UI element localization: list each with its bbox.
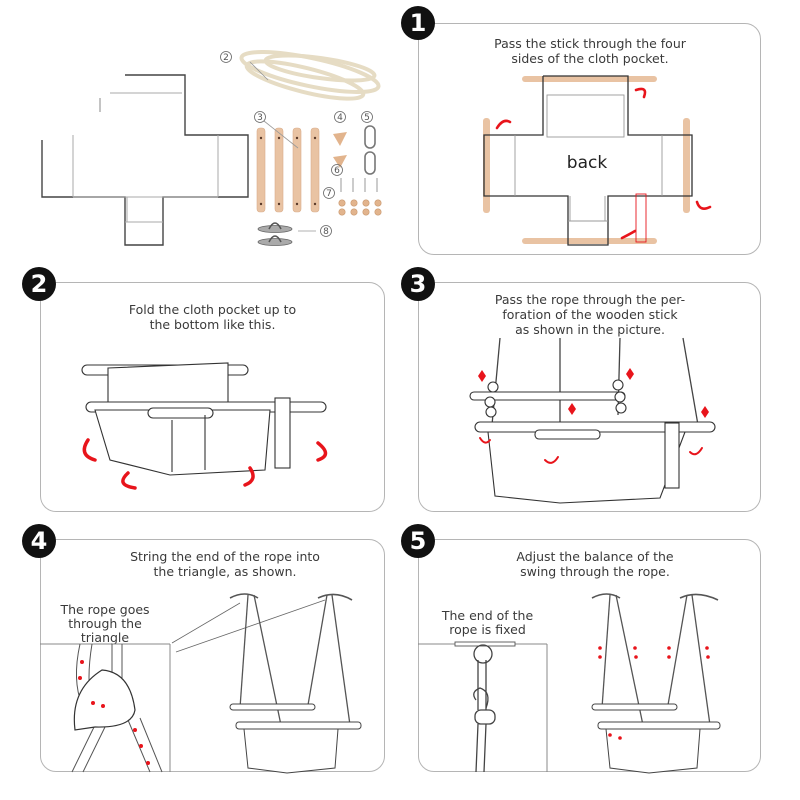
- part-label-4: 4: [337, 113, 343, 123]
- arrow-icon: [479, 437, 491, 444]
- step-4-badge: 4: [22, 524, 56, 558]
- back-label: back: [567, 153, 608, 173]
- arrow-icon: [121, 471, 137, 490]
- stick-top: [522, 76, 657, 82]
- parts-overview: 2 3 4 5 6 7 8: [0, 0, 400, 260]
- part-label-8: 8: [323, 227, 329, 237]
- part-label-circle-7: [323, 187, 335, 199]
- step-5-badge: 5: [401, 524, 435, 558]
- adjust-arrow-icon: [608, 733, 612, 737]
- part-label-6: 6: [334, 166, 340, 176]
- stick-right: [683, 118, 690, 213]
- step-3-badge: 3: [401, 267, 435, 301]
- part-label-3: 3: [257, 113, 263, 123]
- step-2-caption: Fold the cloth pocket up to the bottom l…: [128, 302, 297, 332]
- adjust-arrow-icon: [598, 646, 602, 650]
- step-1-badge: 1: [401, 6, 435, 40]
- step-1-diagram: back: [483, 75, 712, 246]
- arrow-icon: [316, 441, 328, 462]
- step-4-diagram: [40, 593, 362, 774]
- arrow-icon: [689, 447, 703, 456]
- step-1-panel: [418, 23, 761, 255]
- triangle-adjuster: [73, 669, 136, 731]
- arrow-icon: [620, 229, 637, 240]
- part-label-circle-2: [220, 51, 232, 63]
- arrow-icon: [478, 370, 486, 382]
- arrow-icon: [243, 466, 255, 487]
- step-5-inset-caption: The end of the rope is fixed: [441, 608, 534, 637]
- part-label-7: 7: [326, 189, 332, 199]
- arrow-icon: [695, 200, 712, 210]
- step-3-caption: Pass the rope through the per- foration …: [494, 292, 686, 337]
- part-label-circle-8: [320, 225, 332, 237]
- adjust-arrow-icon: [633, 646, 637, 650]
- arrow-icon: [82, 438, 97, 462]
- part-label-2: 2: [223, 53, 229, 63]
- step-4-caption: String the end of the rope into the tria…: [130, 549, 320, 579]
- stick-bottom: [522, 238, 657, 244]
- step-2-badge: 2: [22, 267, 56, 301]
- step-2-diagram: [81, 362, 328, 490]
- part-number-labels: 2 3 4 5 6 7 8: [220, 51, 373, 237]
- step-3-diagram: [469, 337, 716, 504]
- arrow-icon: [634, 87, 647, 99]
- arrow-icon: [544, 456, 559, 464]
- part-label-circle-4: [334, 111, 346, 123]
- step-4-inset-caption: The rope goes through the triangle: [60, 602, 150, 645]
- part-label-circle-3: [254, 111, 266, 123]
- step-5-caption: Adjust the balance of the swing through …: [516, 549, 674, 579]
- step-5-panel: [418, 539, 761, 772]
- part-label-circle-6: [331, 164, 343, 176]
- part-label-5: 5: [364, 113, 370, 123]
- arrow-icon: [495, 119, 512, 130]
- arrow-icon: [626, 368, 634, 380]
- adjust-arrow-icon: [667, 646, 671, 650]
- part-label-circle-5: [361, 111, 373, 123]
- adjust-arrow-icon: [705, 646, 709, 650]
- cloth-pocket-flat: [41, 74, 249, 246]
- rope-coil-image: [239, 50, 381, 101]
- stick-left: [483, 118, 490, 213]
- arrow-icon: [701, 406, 709, 418]
- step-5-diagram: [418, 593, 721, 774]
- step-1-caption: Pass the stick through the four sides of…: [494, 36, 686, 66]
- wooden-sticks-image: [256, 120, 382, 246]
- arrow-icon: [568, 403, 576, 415]
